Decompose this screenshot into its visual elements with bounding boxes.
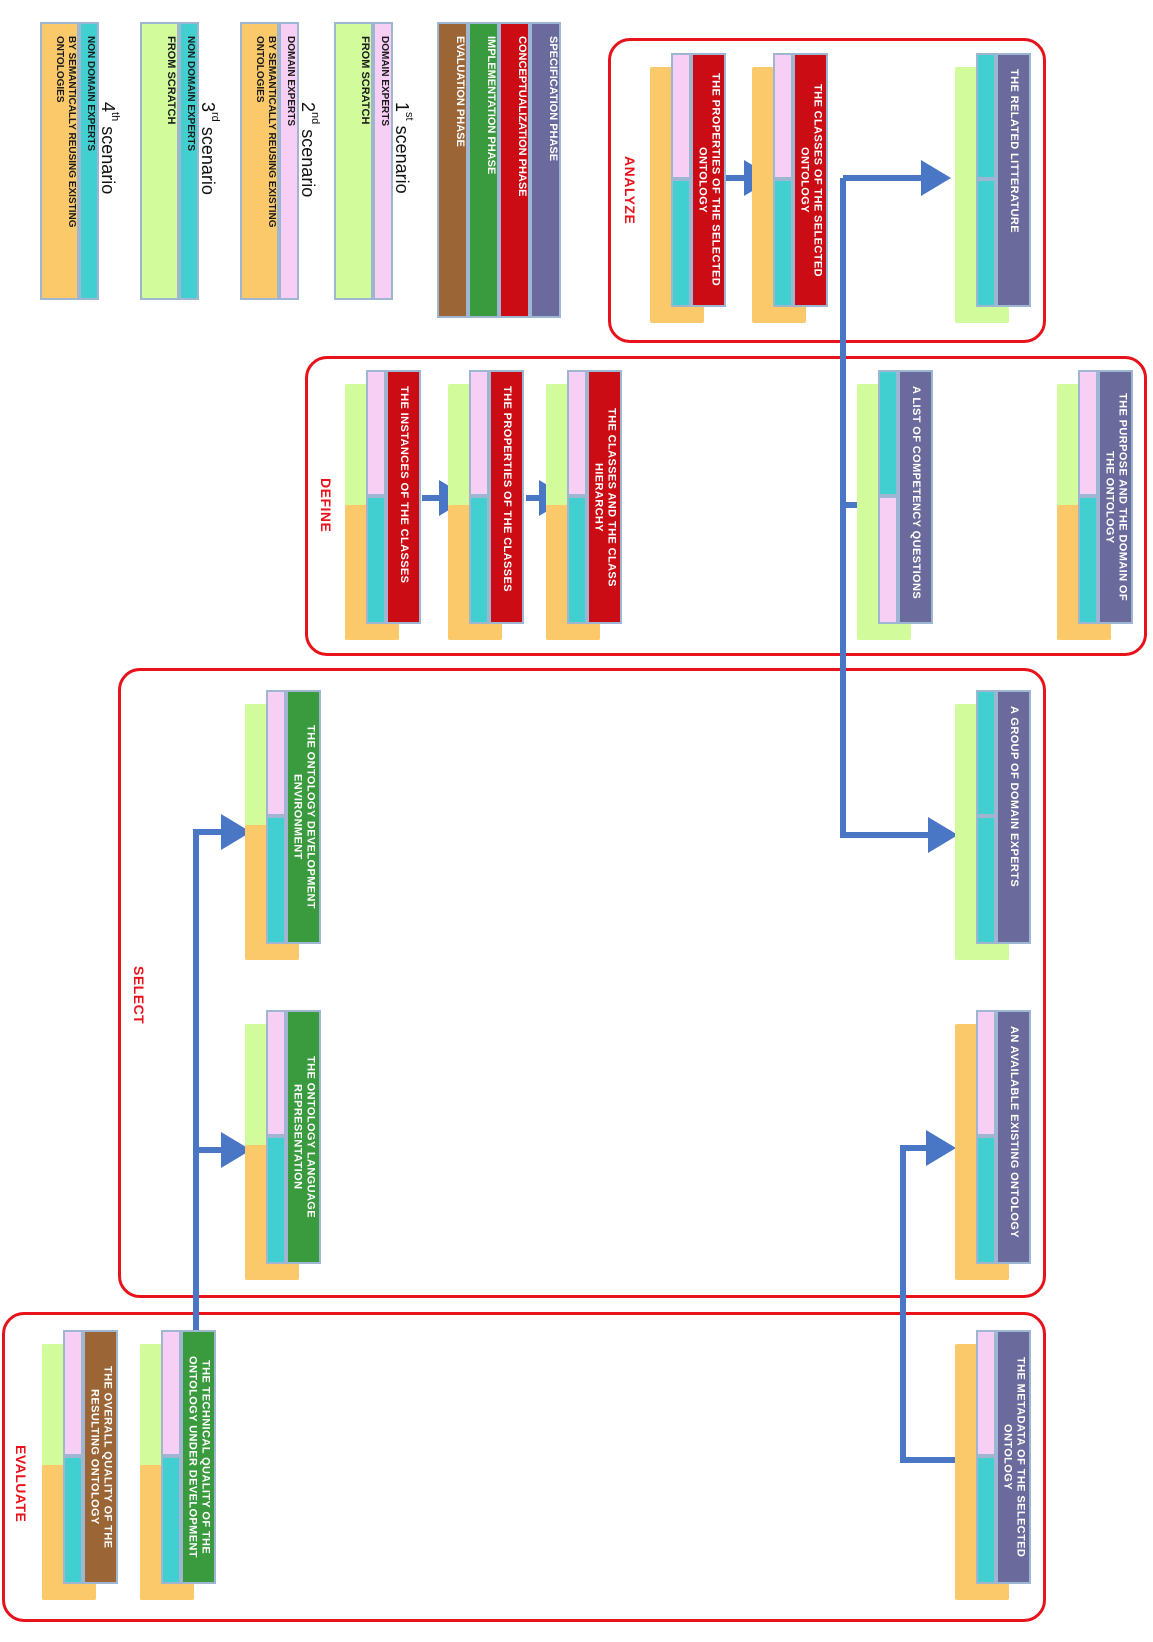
task-title: THE PROPERTIES OF THE CLASSES [489,370,524,624]
task-title: THE INSTANCES OF THE CLASSES [386,370,421,624]
task-title: THE CLASSES OF THE SELECTED ONTOLOGY [793,53,828,307]
task-properties-selected-ontology: THE PROPERTIES OF THE SELECTED ONTOLOGY [650,53,726,325]
scenario-2-approach: BY SEMANTICALLY REUSING EXISTING ONTOLOG… [240,22,279,300]
task-title: THE PURPOSE AND THE DOMAIN OF THE ONTOLO… [1098,370,1133,624]
analyze-frame [608,38,1046,343]
scenario-3-title: 3rd scenario [198,102,221,195]
select-label: SELECT [131,966,147,1025]
select-frame [118,668,1046,1298]
evaluate-frame [2,1312,1046,1622]
task-title: THE RELATED LITTERATURE [996,53,1031,307]
define-frame [305,356,1147,656]
scenario-4-legend: NON DOMAIN EXPERTS BY SEMANTICALLY REUSI… [40,22,121,300]
task-overall-quality: THE OVERALL QUALITY OF THE RESULTING ONT… [42,1330,118,1602]
scenario-4-title: 4th scenario [98,102,121,195]
task-properties-of-classes: THE PROPERTIES OF THE CLASSES [448,370,524,642]
connector-technical-to-environment [193,814,251,1330]
scenario-2-experts: DOMAIN EXPERTS [279,22,299,300]
scenario-2-title: 2nd scenario [298,102,321,198]
scenario-3-experts: NON DOMAIN EXPERTS [179,22,199,300]
task-metadata-selected-ontology: THE METADATA OF THE SELECTED ONTOLOGY [955,1330,1031,1602]
task-related-literature: THE RELATED LITTERATURE [955,53,1031,325]
task-title: THE OVERALL QUALITY OF THE RESULTING ONT… [83,1330,118,1584]
task-available-existing-ontology: AN AVAILABLE EXISTING ONTOLOGY [955,1010,1031,1282]
task-ontology-development-environment: THE ONTOLOGY DEVELOPMENT ENVIRONMENT [245,690,321,962]
task-title: A LIST OF COMPETENCY QUESTIONS [898,370,933,624]
scenario-2-legend: DOMAIN EXPERTS BY SEMANTICALLY REUSING E… [240,22,321,300]
legend-conceptualization: CONCEPTUALIZATION PHASE [499,22,530,318]
define-label: DEFINE [318,478,334,533]
scenario-1-title: 1st scenario [392,102,415,194]
scenario-3-legend: NON DOMAIN EXPERTS FROM SCRATCH 3rd scen… [140,22,221,300]
task-ontology-language-representation: THE ONTOLOGY LANGUAGE REPRESENTATION [245,1010,321,1282]
task-title: THE ONTOLOGY DEVELOPMENT ENVIRONMENT [286,690,321,944]
scenario-4-approach: BY SEMANTICALLY REUSING EXISTING ONTOLOG… [40,22,79,300]
task-title: THE PROPERTIES OF THE SELECTED ONTOLOGY [691,53,726,307]
scenario-3-approach: FROM SCRATCH [140,22,179,300]
evaluate-label: EVALUATE [13,1445,29,1523]
phase-legend: SPECIFICATION PHASE CONCEPTUALIZATION PH… [437,22,563,318]
scenario-1-legend: DOMAIN EXPERTS FROM SCRATCH 1st scenario [334,22,415,300]
task-classes-selected-ontology: THE CLASSES OF THE SELECTED ONTOLOGY [752,53,828,325]
task-competency-questions: A LIST OF COMPETENCY QUESTIONS [857,370,933,642]
scenario-1-approach: FROM SCRATCH [334,22,373,300]
connector-literature-to-experts [840,178,958,853]
task-group-of-domain-experts: A GROUP OF DOMAIN EXPERTS [955,690,1031,962]
task-title: THE ONTOLOGY LANGUAGE REPRESENTATION [286,1010,321,1264]
task-purpose-and-domain: THE PURPOSE AND THE DOMAIN OF THE ONTOLO… [1057,370,1133,642]
legend-specification: SPECIFICATION PHASE [530,22,561,318]
legend-implementation: IMPLEMENTATION PHASE [468,22,499,318]
task-class-hierarchy: THE CLASSES AND THE CLASS HIERARCHY [546,370,622,642]
connector-metadata-to-existing [900,1130,960,1463]
analyze-label: ANALYZE [622,156,638,225]
task-title: THE METADATA OF THE SELECTED ONTOLOGY [996,1330,1031,1584]
task-technical-quality: THE TECHNICAL QUALITY OF THE ONTOLOGY UN… [140,1330,216,1602]
task-title: THE CLASSES AND THE CLASS HIERARCHY [587,370,622,624]
task-title: AN AVAILABLE EXISTING ONTOLOGY [996,1010,1031,1264]
task-title: THE TECHNICAL QUALITY OF THE ONTOLOGY UN… [181,1330,216,1584]
scenario-1-experts: DOMAIN EXPERTS [373,22,393,300]
task-instances-of-classes: THE INSTANCES OF THE CLASSES [345,370,421,642]
legend-evaluation: EVALUATION PHASE [437,22,468,318]
task-title: A GROUP OF DOMAIN EXPERTS [996,690,1031,944]
scenario-4-experts: NON DOMAIN EXPERTS [79,22,99,300]
